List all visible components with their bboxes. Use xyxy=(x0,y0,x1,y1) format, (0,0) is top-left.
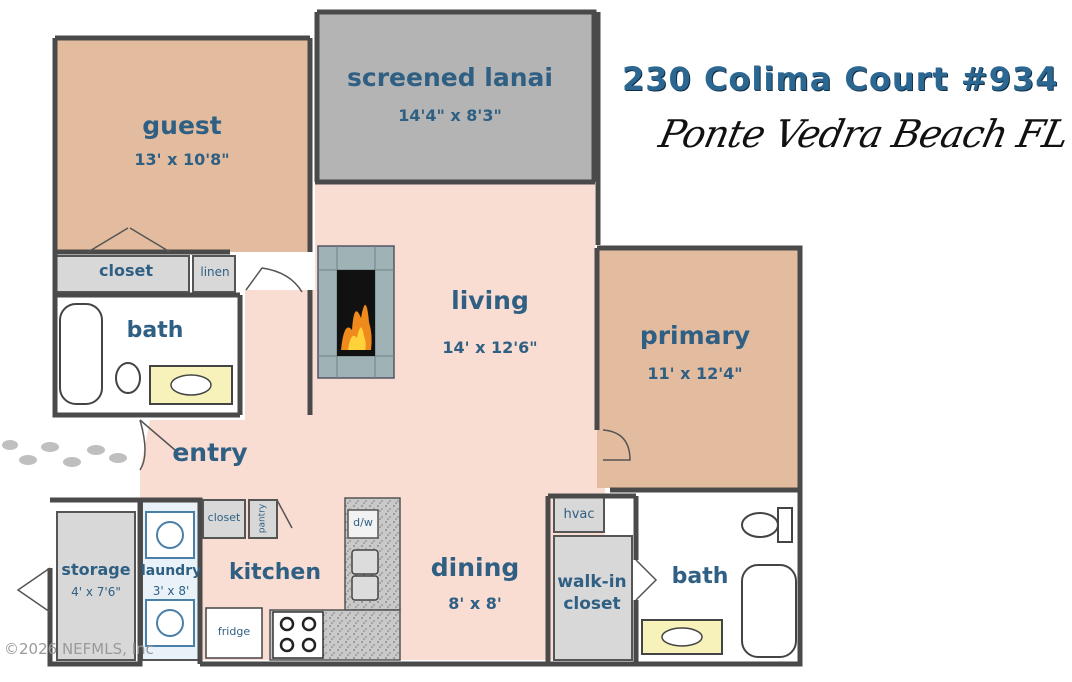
entry-label: entry xyxy=(172,438,248,467)
burner xyxy=(301,616,317,632)
linen-floor xyxy=(192,255,236,293)
storage-label: storage xyxy=(61,560,131,579)
lanai-size: 14'4" x 8'3" xyxy=(398,106,502,125)
burner xyxy=(279,637,295,653)
primary-door xyxy=(602,429,631,461)
kitchen-label: kitchen xyxy=(229,560,321,585)
primary-bath-label: bath xyxy=(671,564,729,589)
guest-bedroom-floor xyxy=(55,38,310,252)
primary-wall xyxy=(594,245,803,493)
dryer xyxy=(145,599,195,647)
guest-bath-label: bath xyxy=(126,318,184,343)
dining-label: dining xyxy=(430,553,520,582)
washer-drum xyxy=(156,521,184,549)
pantry-floor xyxy=(248,499,278,539)
hvac-floor xyxy=(553,495,605,533)
guest-tub xyxy=(59,303,103,405)
stove xyxy=(272,611,324,659)
entry-door xyxy=(139,419,176,471)
burner xyxy=(301,637,317,653)
copyright-watermark: ©2026 NEFMLS, Inc xyxy=(4,640,154,658)
storage-floor xyxy=(56,511,136,661)
guest-vanity-sink xyxy=(170,374,212,396)
fridge-box xyxy=(205,607,263,659)
outer-wall-left xyxy=(52,35,310,418)
primary-vanity-sink xyxy=(661,627,703,647)
primary-room-label: primary xyxy=(639,321,751,350)
dishwasher xyxy=(347,509,379,539)
bath-door xyxy=(635,559,658,601)
primary-bedroom-floor xyxy=(597,248,800,488)
linen-label: linen xyxy=(200,265,230,279)
burner xyxy=(279,616,295,632)
dining-size: 8' x 8' xyxy=(448,594,502,613)
kitchen-closet-label: closet xyxy=(207,511,241,524)
fridge-label: fridge xyxy=(217,625,251,638)
hvac-label: hvac xyxy=(563,507,595,522)
living-label: living xyxy=(451,286,529,315)
pantry-label: pantry xyxy=(257,503,268,534)
primary-toilet-tank xyxy=(777,507,793,543)
guest-wall xyxy=(55,38,313,255)
walkin-closet-label-line2: closet xyxy=(563,594,621,614)
laundry-label: laundry xyxy=(141,563,202,579)
walkin-closet-label-line1: walk-in xyxy=(557,572,627,592)
guest-toilet xyxy=(115,362,141,394)
sink-left xyxy=(351,549,379,575)
guest-door xyxy=(245,267,303,293)
footprints-icon xyxy=(2,440,127,467)
primary-tub xyxy=(741,564,797,658)
living-size: 14' x 12'6" xyxy=(442,338,538,357)
fire-flames-inner xyxy=(348,327,366,350)
dryer-drum xyxy=(156,609,184,637)
laundry-wall xyxy=(140,497,203,664)
property-address: 230 Colima Court #934 xyxy=(622,60,1059,98)
primary-room-size: 11' x 12'4" xyxy=(647,364,743,383)
doors xyxy=(16,227,658,613)
floor-plan xyxy=(2,9,803,667)
primary-toilet xyxy=(741,512,779,538)
walls xyxy=(47,9,803,667)
primary-bath-wall xyxy=(545,490,803,667)
lanai-label: screened lanai xyxy=(347,63,553,92)
property-city: Ponte Vedra Beach FL xyxy=(655,112,1072,156)
washer xyxy=(145,511,195,559)
lanai-floor xyxy=(317,12,594,182)
laundry-size: 3' x 8' xyxy=(152,584,190,598)
storage-wall xyxy=(47,497,143,667)
lanai-wall xyxy=(314,9,597,182)
storage-size: 4' x 7'6" xyxy=(71,585,121,599)
living-area-floor xyxy=(140,182,610,660)
bath-wall xyxy=(55,292,243,418)
pantry-door xyxy=(276,499,293,529)
dishwasher-label: d/w xyxy=(353,516,373,529)
guest-room-size: 13' x 10'8" xyxy=(134,150,230,169)
guest-closet-label: closet xyxy=(99,261,153,280)
storage-door xyxy=(16,567,51,613)
sink-right xyxy=(351,575,379,601)
kitchen-closet-floor xyxy=(202,499,246,539)
guest-room-label: guest xyxy=(142,111,222,140)
walkin-closet-floor xyxy=(553,535,633,661)
closet-door-left xyxy=(87,227,171,253)
